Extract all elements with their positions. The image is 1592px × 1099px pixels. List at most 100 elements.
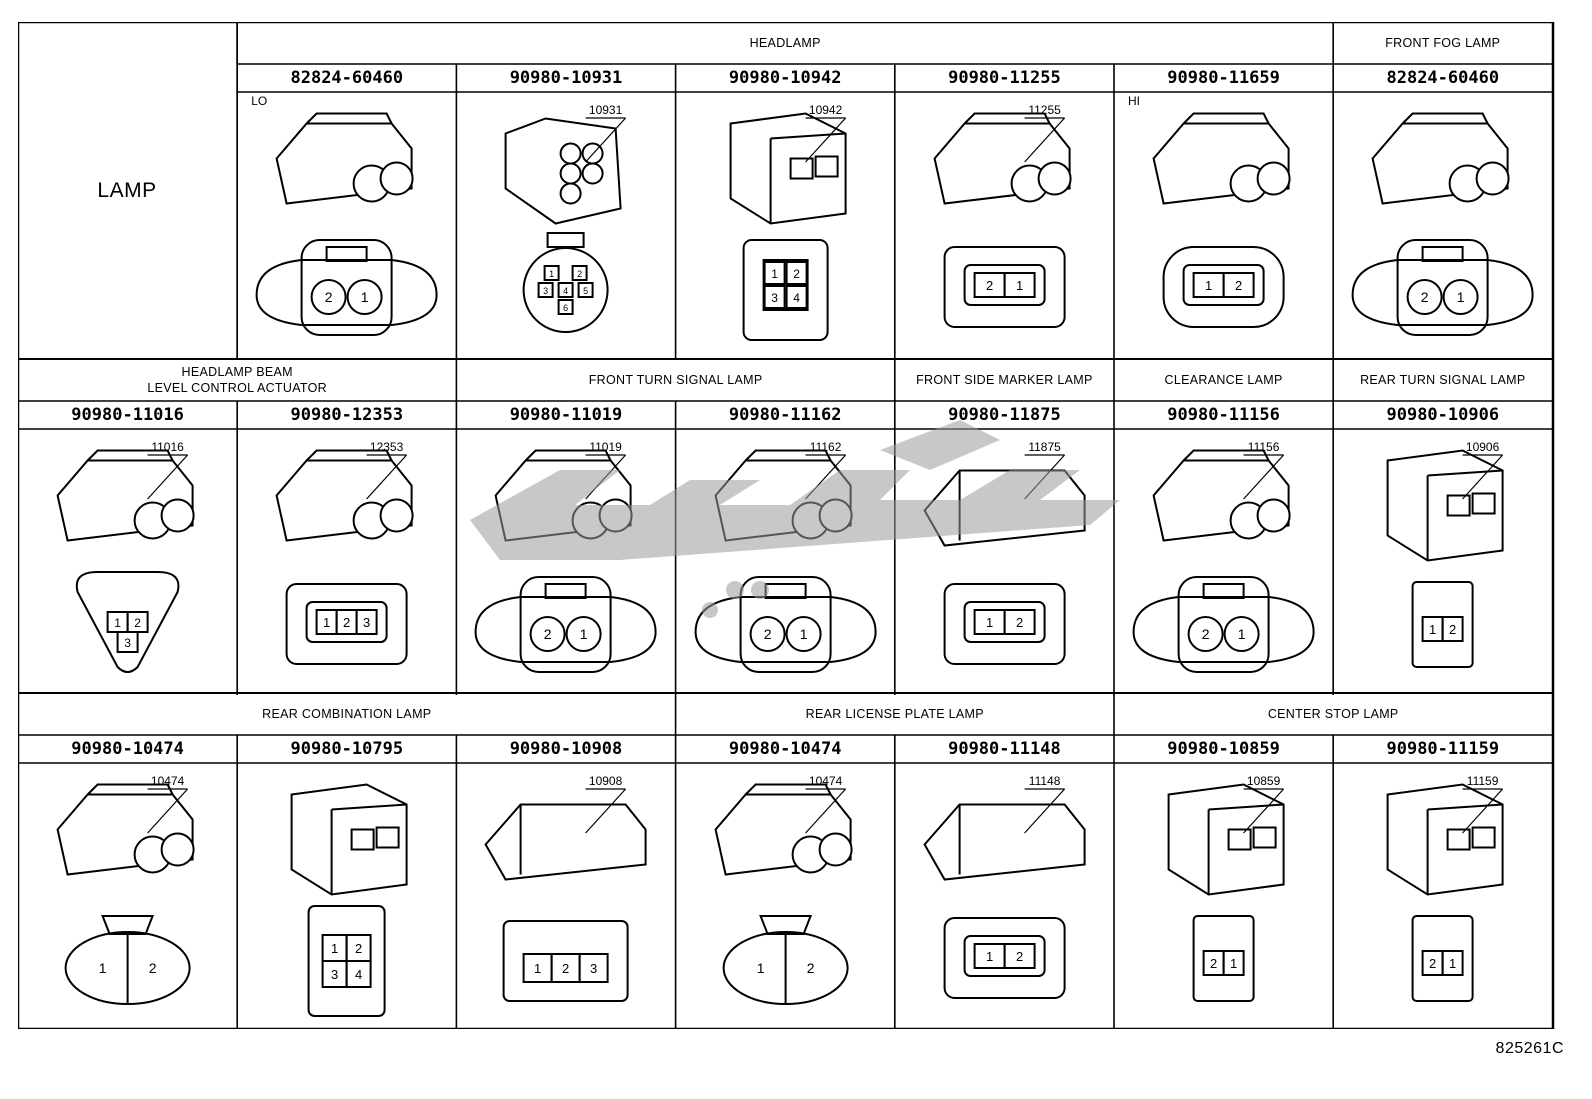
pin-number: 2 <box>343 615 350 630</box>
group-header: CENTER STOP LAMP <box>1267 707 1399 721</box>
group-header: REAR COMBINATION LAMP <box>262 707 432 721</box>
part-number: 90980-11016 <box>71 405 184 425</box>
connector-perspective-view <box>1386 783 1504 896</box>
pin-number: 1 <box>986 615 993 630</box>
pin-number: 1 <box>99 960 107 976</box>
connector-perspective-view <box>923 469 1086 547</box>
connector-perspective-view <box>504 117 623 225</box>
pin-number: 3 <box>543 286 548 296</box>
part-number: 90980-10474 <box>728 739 842 759</box>
pin-number: 2 <box>1202 626 1210 642</box>
group-header: REAR LICENSE PLATE LAMP <box>805 707 984 721</box>
pin-number: 2 <box>986 278 993 293</box>
pin-number: 1 <box>1205 278 1212 293</box>
svg-text:11875: 11875 <box>1028 440 1061 454</box>
svg-text:10908: 10908 <box>589 774 623 788</box>
svg-text:10931: 10931 <box>589 103 623 117</box>
part-number: 90980-10931 <box>509 68 623 88</box>
pin-number: 1 <box>1449 956 1456 971</box>
connector-perspective-view <box>1371 112 1510 205</box>
pin-number: 2 <box>325 289 333 305</box>
callout-label: 10906 <box>1462 440 1504 500</box>
connector-perspective-view <box>1386 449 1504 562</box>
svg-text:11255: 11255 <box>1028 103 1061 117</box>
connector-perspective-view <box>714 783 853 876</box>
pin-number: 1 <box>756 960 764 976</box>
pin-number: 1 <box>799 626 807 642</box>
callout-label: 11162 <box>804 440 846 500</box>
connector-perspective-view <box>714 449 853 542</box>
callout-label: 11255 <box>1023 103 1065 163</box>
group-header: FRONT TURN SIGNAL LAMP <box>588 373 763 387</box>
svg-text:10942: 10942 <box>809 103 843 117</box>
callout-label: 11159 <box>1462 774 1504 834</box>
pin-number: 2 <box>763 626 771 642</box>
connector-perspective-view <box>275 449 414 542</box>
part-number: 90980-11162 <box>728 405 842 425</box>
callout-label: 10474 <box>804 774 846 834</box>
pin-number: 3 <box>590 961 597 976</box>
pin-number: 3 <box>124 636 131 650</box>
pin-number: 5 <box>583 286 588 296</box>
pin-number: 1 <box>549 269 554 279</box>
connector-perspective-view <box>484 803 647 881</box>
pin-number: 1 <box>771 267 778 281</box>
part-number: 90980-10859 <box>1167 739 1280 759</box>
pin-number: 1 <box>1230 956 1237 971</box>
connector-perspective-view <box>933 112 1072 205</box>
part-number: 90980-11159 <box>1386 739 1500 759</box>
group-header: CLEARANCE LAMP <box>1164 373 1283 387</box>
part-number: 90980-11875 <box>948 405 1061 425</box>
table-gridlines <box>18 22 1555 1029</box>
pin-number: 2 <box>562 961 569 976</box>
connector-perspective-view <box>1152 449 1291 542</box>
part-number: 90980-11659 <box>1167 68 1280 88</box>
callout-label: 11016 <box>147 440 189 500</box>
part-number: 90980-10474 <box>71 739 184 759</box>
pin-number: 2 <box>544 626 552 642</box>
beam-tag: HI <box>1128 94 1140 108</box>
pin-number: 2 <box>793 267 800 281</box>
pin-number: 1 <box>323 615 330 630</box>
part-number: 90980-11019 <box>509 405 623 425</box>
svg-text:12353: 12353 <box>370 440 404 454</box>
connector-perspective-view <box>923 803 1086 881</box>
svg-text:10906: 10906 <box>1466 440 1500 454</box>
pin-number: 4 <box>355 967 362 982</box>
group-header: HEADLAMP <box>749 36 821 50</box>
pin-number: 2 <box>1016 949 1023 964</box>
pin-number: 1 <box>986 949 993 964</box>
